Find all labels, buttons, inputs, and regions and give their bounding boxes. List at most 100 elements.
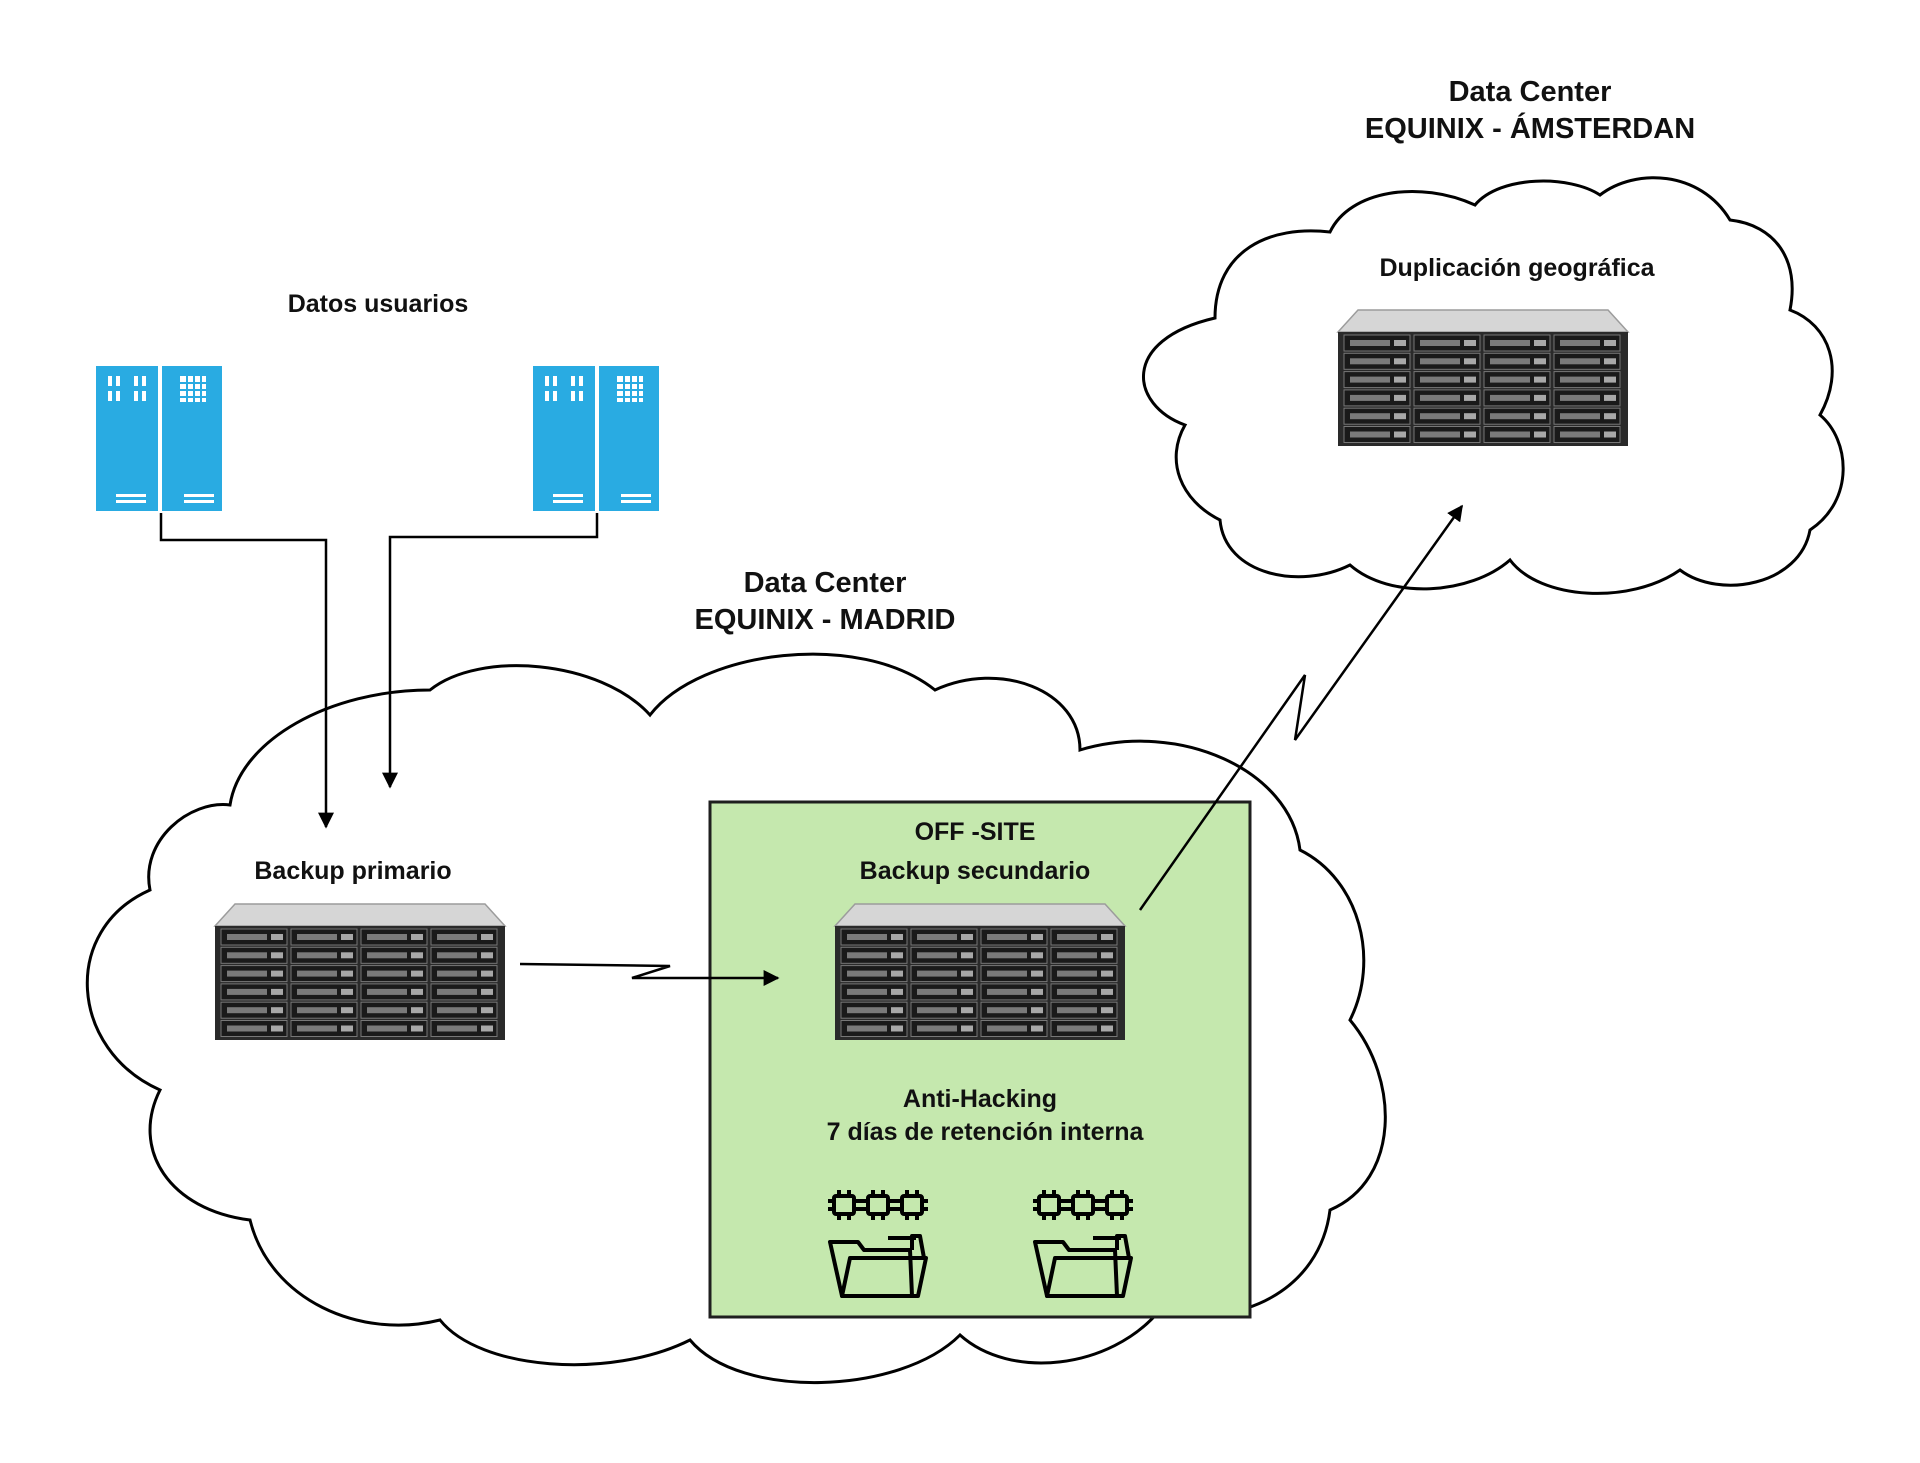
drive-slot	[917, 970, 957, 977]
connector-user-left-to-primary	[159, 513, 334, 829]
drive-slot	[367, 934, 407, 940]
drive-led	[891, 970, 903, 977]
drive-led	[271, 988, 283, 995]
drive-slot	[1420, 413, 1460, 420]
user-data-label: Datos usuarios	[287, 290, 469, 318]
backup-primary-label: Backup primario	[254, 857, 452, 885]
cloud-madrid	[86, 652, 1387, 1384]
drive-slot	[1057, 988, 1097, 995]
drive-led	[891, 952, 903, 959]
drive-led	[1464, 394, 1476, 401]
drive-slot	[987, 988, 1027, 995]
drive-led	[1101, 934, 1113, 940]
drive-slot	[1057, 934, 1097, 940]
drive-slot	[1490, 413, 1530, 420]
drive-slot	[1490, 394, 1530, 401]
drive-slot	[297, 952, 337, 959]
drive-slot	[297, 970, 337, 977]
drive-led	[411, 988, 423, 995]
drive-slot	[1490, 431, 1530, 438]
drive-slot	[437, 1007, 477, 1014]
drive-led	[411, 934, 423, 940]
drive-slot	[1420, 394, 1460, 401]
drive-slot	[917, 988, 957, 995]
drive-slot	[437, 970, 477, 977]
drive-led	[1394, 413, 1406, 420]
drive-led	[891, 934, 903, 940]
drive-slot	[1490, 358, 1530, 365]
drive-led	[1031, 1007, 1043, 1014]
drive-led	[1604, 376, 1616, 383]
nas-primary-icon	[213, 903, 507, 1040]
nas-secondary-icon	[833, 903, 1127, 1040]
cloud-amsterdam	[1142, 176, 1845, 595]
drive-slot	[297, 1025, 337, 1032]
drive-slot	[987, 952, 1027, 959]
drive-led	[1534, 358, 1546, 365]
drive-led	[1031, 934, 1043, 940]
drive-led	[481, 1025, 493, 1032]
drive-led	[961, 988, 973, 995]
drive-slot	[367, 970, 407, 977]
amsterdam-title-line1: Data Center	[1448, 76, 1612, 108]
drive-slot	[367, 1007, 407, 1014]
drive-slot	[1057, 970, 1097, 977]
madrid-title-line2: EQUINIX - MADRID	[694, 604, 956, 637]
connector-primary-to-secondary	[519, 962, 780, 986]
drive-led	[271, 952, 283, 959]
drive-slot	[847, 988, 887, 995]
drive-slot	[987, 934, 1027, 940]
drive-slot	[1350, 358, 1390, 365]
drive-slot	[847, 1025, 887, 1032]
drive-slot	[1057, 1025, 1097, 1032]
drive-slot	[1057, 1007, 1097, 1014]
drive-slot	[987, 1007, 1027, 1014]
user-server-icon	[533, 366, 659, 511]
drive-led	[961, 1007, 973, 1014]
drive-led	[961, 1025, 973, 1032]
drive-led	[1604, 394, 1616, 401]
drive-slot	[1350, 376, 1390, 383]
drive-slot	[367, 1025, 407, 1032]
drive-led	[1604, 340, 1616, 346]
drive-led	[411, 970, 423, 977]
drive-slot	[1350, 340, 1390, 346]
drive-slot	[987, 970, 1027, 977]
drive-led	[481, 952, 493, 959]
drive-slot	[917, 934, 957, 940]
drive-led	[271, 934, 283, 940]
drive-led	[1534, 413, 1546, 420]
drive-led	[341, 988, 353, 995]
drive-led	[1534, 431, 1546, 438]
drive-led	[341, 952, 353, 959]
drive-slot	[1560, 376, 1600, 383]
drive-led	[271, 970, 283, 977]
drive-slot	[1490, 340, 1530, 346]
drive-led	[1394, 358, 1406, 365]
drive-led	[1464, 340, 1476, 346]
drive-slot	[437, 952, 477, 959]
drive-slot	[917, 1025, 957, 1032]
drive-slot	[917, 952, 957, 959]
drive-led	[1394, 431, 1406, 438]
drive-led	[1101, 952, 1113, 959]
anti-hacking-label: Anti-Hacking	[902, 1085, 1058, 1113]
drive-led	[1464, 431, 1476, 438]
drive-led	[411, 1007, 423, 1014]
drive-slot	[1057, 952, 1097, 959]
drive-slot	[297, 934, 337, 940]
drive-led	[1604, 358, 1616, 365]
drive-slot	[847, 970, 887, 977]
amsterdam-title-line2: EQUINIX - ÁMSTERDAN	[1364, 113, 1696, 146]
drive-led	[1394, 340, 1406, 346]
drive-slot	[847, 1007, 887, 1014]
drive-slot	[227, 1007, 267, 1014]
drive-led	[1101, 970, 1113, 977]
drive-led	[1604, 413, 1616, 420]
drive-led	[411, 952, 423, 959]
drive-led	[1394, 394, 1406, 401]
drive-slot	[1420, 376, 1460, 383]
drive-led	[1394, 376, 1406, 383]
drive-led	[1464, 358, 1476, 365]
